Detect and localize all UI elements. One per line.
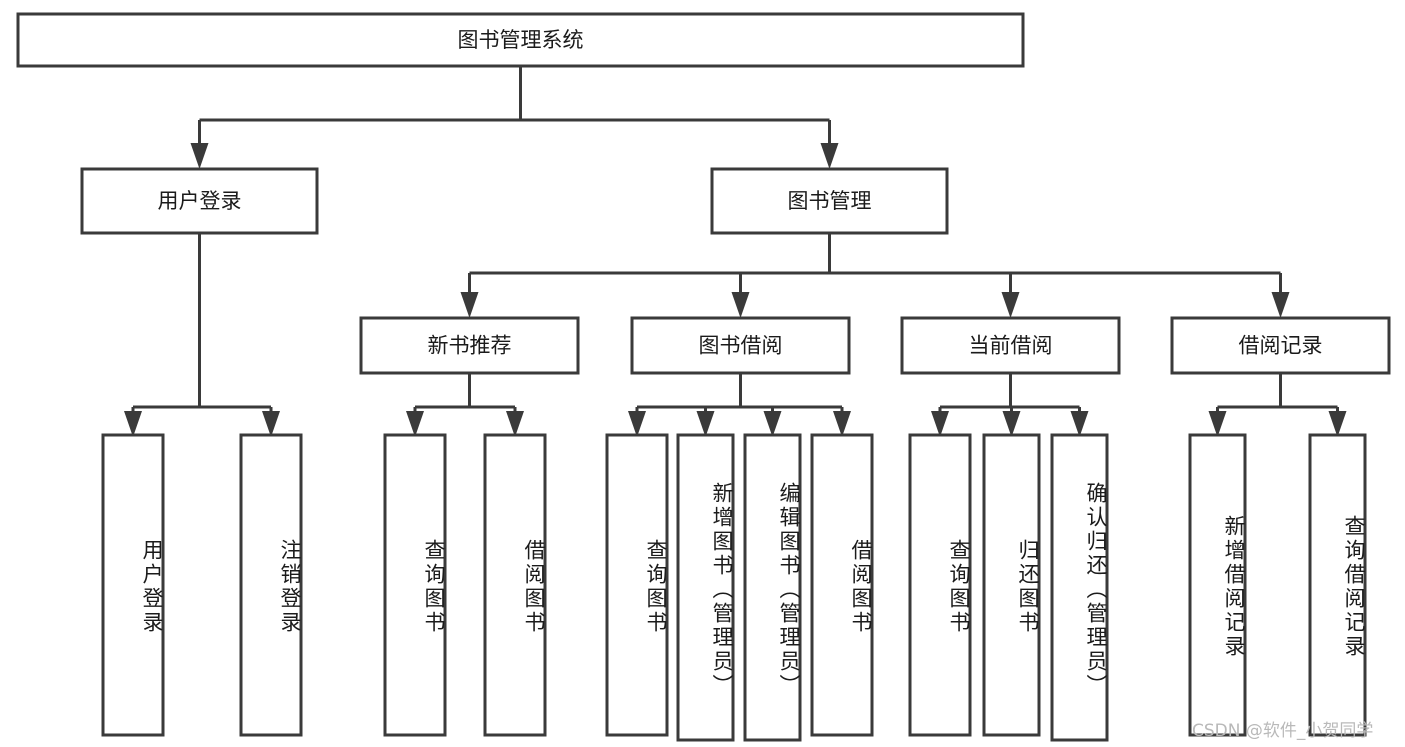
node-box-book-borrow[interactable] [630, 316, 851, 375]
node-label-new-book-rec: 新书推荐 [428, 334, 512, 358]
node-box-leaf-return-book[interactable] [982, 433, 1041, 737]
arrow-head-icon [1001, 292, 1020, 318]
node-box-borrow-record[interactable] [1170, 316, 1391, 375]
node-box-leaf-borrow-book-1[interactable] [483, 433, 547, 737]
node-label-user-login: 用户登录 [158, 189, 242, 213]
node-box-leaf-user-login[interactable] [101, 433, 165, 737]
arrow-head-icon [931, 411, 949, 437]
node-box-leaf-add-record[interactable] [1188, 433, 1247, 737]
node-box-leaf-query-book-2[interactable] [605, 433, 669, 737]
csdn-watermark: CSDN @软件_小贺同学 [1192, 721, 1374, 741]
node-box-leaf-logout[interactable] [239, 433, 303, 737]
node-box-book-manage[interactable] [710, 167, 949, 235]
node-box-leaf-borrow-book-2[interactable] [810, 433, 874, 737]
node-box-leaf-query-record[interactable] [1308, 433, 1367, 737]
node-box-leaf-query-book-1[interactable] [383, 433, 447, 737]
arrow-head-icon [460, 292, 479, 318]
arrow-head-icon [1271, 292, 1290, 318]
arrow-head-icon [820, 143, 839, 169]
arrow-head-icon [124, 411, 142, 437]
arrow-head-icon [1328, 411, 1347, 437]
arrow-head-icon [763, 411, 782, 437]
arrow-head-icon [506, 411, 524, 437]
arrow-head-icon [628, 411, 646, 437]
node-box-leaf-confirm-return[interactable] [1050, 433, 1109, 742]
node-box-user-login[interactable] [80, 167, 319, 235]
node-box-leaf-edit-book[interactable] [743, 433, 802, 742]
arrow-head-icon [833, 411, 851, 437]
node-box-leaf-query-book-3[interactable] [908, 433, 972, 737]
arrow-head-icon [731, 292, 750, 318]
arrow-head-icon [1070, 411, 1089, 437]
arrow-head-icon [1208, 411, 1227, 437]
arrow-head-icon [190, 143, 209, 169]
connector-layer [124, 66, 1347, 437]
arrow-head-icon [1002, 411, 1021, 437]
node-box-new-book-rec[interactable] [359, 316, 580, 375]
arrow-head-icon [406, 411, 424, 437]
node-label-root: 图书管理系统 [458, 28, 584, 52]
node-box-root[interactable] [16, 12, 1025, 68]
arrow-head-icon [696, 411, 715, 437]
arrow-head-icon [262, 411, 280, 437]
node-label-borrow-record: 借阅记录 [1239, 334, 1323, 358]
node-label-book-manage: 图书管理 [788, 189, 872, 213]
node-label-current-borrow: 当前借阅 [969, 334, 1053, 358]
node-box-leaf-add-book[interactable] [676, 433, 735, 742]
node-label-book-borrow: 图书借阅 [699, 334, 783, 358]
box-layer [16, 12, 1391, 742]
node-box-current-borrow[interactable] [900, 316, 1121, 375]
